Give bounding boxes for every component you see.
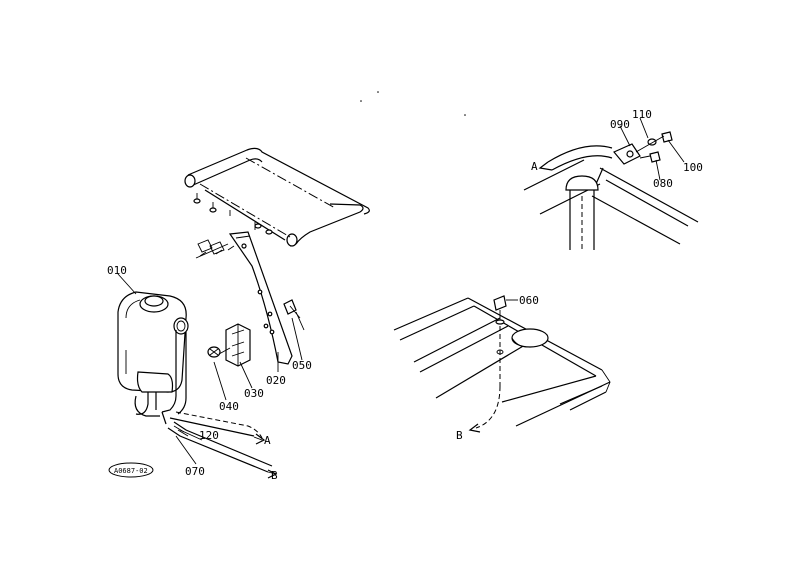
upper-right-detail — [523, 131, 699, 250]
label-connection-a-left: A — [264, 434, 271, 447]
reserve-tank-010 — [117, 291, 189, 415]
label-connection-b-right: B — [456, 429, 463, 442]
connection-arrows-left — [253, 433, 278, 479]
label-040: 040 — [219, 400, 239, 413]
label-080: 080 — [653, 177, 673, 190]
label-connection-a-right: A — [531, 160, 538, 173]
label-060: 060 — [519, 294, 539, 307]
clip-fasteners — [195, 239, 235, 259]
label-050: 050 — [292, 359, 312, 372]
bolt-050 — [283, 299, 305, 331]
hoses-070-120 — [134, 392, 273, 473]
bracket-plate-020 — [228, 231, 293, 365]
leader-lines-left — [117, 273, 303, 465]
lower-right-detail — [393, 295, 611, 429]
stamp-text: A0687-02 — [114, 467, 148, 475]
label-020: 020 — [266, 374, 286, 387]
label-connection-b-left: B — [271, 469, 278, 482]
leader-lines-lower-right — [468, 299, 518, 433]
label-120: 120 — [199, 429, 219, 442]
label-070: 070 — [185, 465, 205, 478]
label-030: 030 — [244, 387, 264, 400]
clamp-bracket-030 — [225, 323, 251, 367]
label-110: 110 — [632, 108, 652, 121]
label-100: 100 — [683, 161, 703, 174]
label-010: 010 — [107, 264, 127, 277]
bolt-040 — [207, 346, 231, 358]
leader-lines-upper-right — [619, 117, 685, 181]
scan-specks — [360, 91, 466, 116]
radiator-frame — [184, 147, 370, 247]
label-090: 090 — [610, 118, 630, 131]
drawing-number-stamp: A0687-02 — [108, 462, 154, 478]
